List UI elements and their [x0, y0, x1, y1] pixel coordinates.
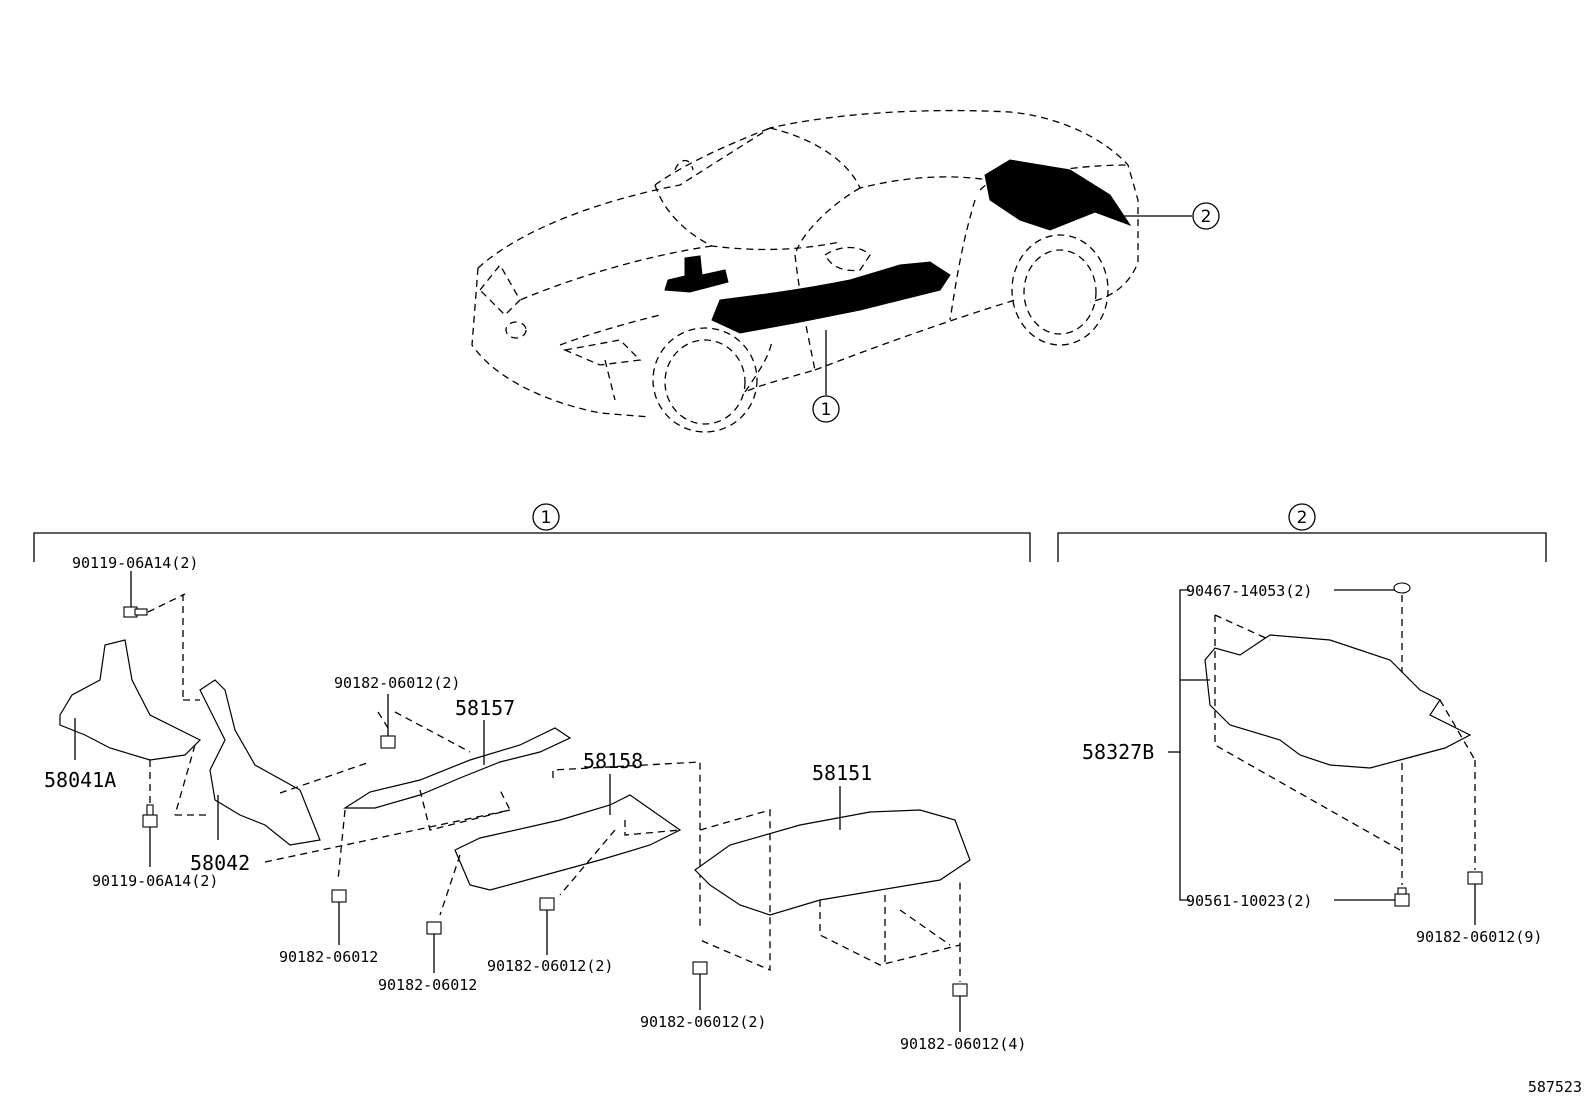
group-1-bracket: 1: [33, 503, 1031, 562]
callout-2-text: 2: [1201, 207, 1212, 227]
label-58158: 58158: [583, 749, 643, 773]
label-bolt-lower: 90561-10023(2): [1186, 892, 1312, 910]
nut-a-icon: [331, 889, 347, 945]
part-58157-shape: [342, 727, 572, 809]
label-bolt-top: 90119-06A14(2): [72, 554, 198, 572]
part-58151-shape: [694, 809, 971, 916]
nut-e-icon: [952, 983, 968, 1032]
reference-id: 587523: [1528, 1078, 1582, 1096]
car-illustration: [471, 109, 1139, 433]
part-58042-shape: [199, 679, 321, 846]
bolt-bottom-icon: [142, 804, 158, 867]
group-1-marker: 1: [541, 508, 552, 528]
label-nut-c: 90182-06012(2): [487, 957, 613, 975]
label-nut-e: 90182-06012(4): [900, 1035, 1026, 1053]
group-2-marker: 2: [1297, 508, 1308, 528]
nut-b-icon: [426, 921, 442, 973]
car-callout-1: 1: [812, 330, 840, 423]
label-58157: 58157: [455, 696, 515, 720]
part-58041A-shape: [59, 639, 202, 761]
label-bolt-bottom: 90119-06A14(2): [92, 872, 218, 890]
label-clip-top: 90467-14053(2): [1186, 582, 1312, 600]
label-58327B: 58327B: [1082, 740, 1154, 764]
label-nut-b: 90182-06012: [378, 976, 477, 994]
label-58151: 58151: [812, 761, 872, 785]
label-nut-58157-top: 90182-06012(2): [334, 674, 460, 692]
nut-right-icon: [1467, 871, 1483, 925]
car-callout-2: 2: [1112, 202, 1220, 230]
part-58158-shape: [454, 794, 682, 891]
nut-c-icon: [539, 897, 555, 955]
label-nut-a: 90182-06012: [279, 948, 378, 966]
bolt-top-icon: [123, 571, 200, 701]
callout-1-text: 1: [821, 400, 832, 420]
part-58327B-shape: [1204, 634, 1472, 769]
nut-58157-top-icon: [380, 735, 396, 749]
label-58041A: 58041A: [44, 768, 116, 792]
group-2-bracket: 2: [1057, 503, 1547, 562]
bolt-lower-icon: [1394, 887, 1410, 907]
label-nut-d: 90182-06012(2): [640, 1013, 766, 1031]
label-58042: 58042: [190, 851, 250, 875]
label-nut-right: 90182-06012(9): [1416, 928, 1542, 946]
clip-top-icon: [1393, 582, 1411, 594]
nut-d-icon: [692, 961, 708, 1010]
